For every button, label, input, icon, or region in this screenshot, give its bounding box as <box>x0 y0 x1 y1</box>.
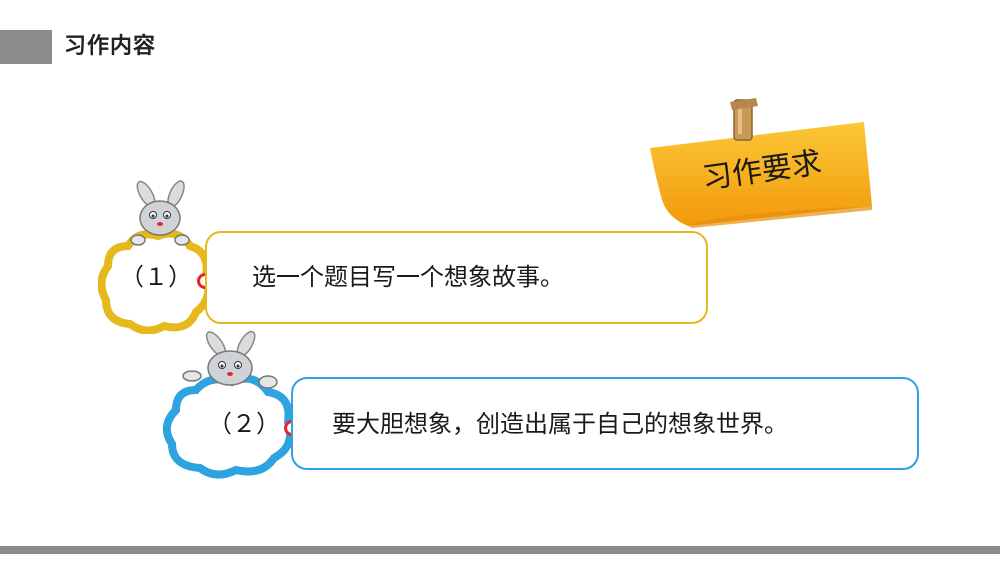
yellow-cloud-frame <box>98 229 213 334</box>
bunny-icon <box>182 330 278 389</box>
wooden-peg-icon <box>730 98 758 141</box>
blue-cloud-frame <box>162 374 295 479</box>
page-title: 习作内容 <box>64 34 157 59</box>
header-bar <box>0 30 52 64</box>
item-2-number: （２） <box>208 410 280 438</box>
item-1-text: 选一个题目写一个想象故事。 <box>252 263 564 291</box>
bunny-icon <box>130 180 190 246</box>
footer-bar <box>0 546 1000 554</box>
item-2-box <box>291 377 919 470</box>
item-2-text: 要大胆想象，创造出属于自己的想象世界。 <box>332 410 788 438</box>
item-1-box <box>205 231 708 324</box>
item-1-number: （１） <box>120 263 192 291</box>
sticky-note-icon <box>650 122 872 228</box>
